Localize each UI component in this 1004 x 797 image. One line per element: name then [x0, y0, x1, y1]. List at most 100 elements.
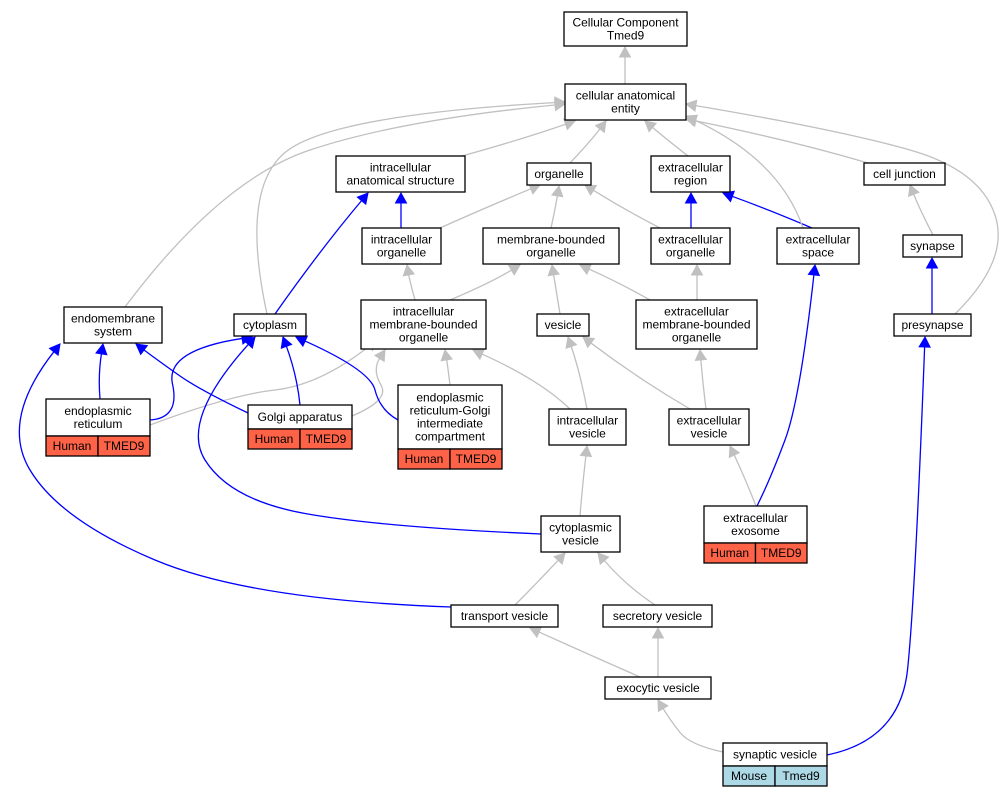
edge-line: [124, 104, 557, 308]
gene-tag-label: TMED9: [761, 546, 802, 560]
term-node-vesicle[interactable]: vesicle: [536, 313, 590, 337]
term-node-sv[interactable]: secretory vesicle: [602, 604, 713, 628]
term-label: extracellular: [723, 511, 788, 525]
edge-line: [579, 454, 587, 517]
term-label: intracellular: [370, 161, 431, 175]
term-box: [63, 306, 163, 344]
edge-line: [603, 559, 656, 606]
arrow-head: [579, 444, 593, 458]
term-node-presyn[interactable]: presynapse: [893, 313, 972, 337]
edge-exo-to-ecs: [756, 263, 821, 507]
arrow-head: [684, 99, 698, 113]
edge-ergic-to-imbo: [440, 348, 453, 386]
edge-line: [552, 273, 561, 315]
term-label: reticulum-Golgi: [410, 404, 491, 418]
term-node-exv[interactable]: exocytic vesicle: [604, 676, 712, 700]
edge-ecv-to-vesicle: [582, 336, 691, 410]
edge-exv-to-tv: [529, 626, 641, 678]
term-node-tv[interactable]: transport vesicle: [450, 604, 559, 628]
term-box: [482, 227, 620, 265]
term-label: compartment: [415, 430, 486, 444]
edge-line: [303, 340, 399, 421]
edge-io-to-ias: [394, 191, 408, 228]
edge-exo-to-ecv: [728, 445, 757, 507]
term-label: cell junction: [873, 167, 936, 181]
edge-line: [651, 126, 689, 157]
term-node-ergic[interactable]: endoplasmicreticulum-Golgiintermediateco…: [397, 384, 503, 470]
edge-ecr-to-cae: [644, 120, 689, 157]
arrow-head: [554, 96, 567, 109]
gene-tag-label: TMED9: [104, 439, 145, 453]
edge-tv-to-cv: [514, 552, 566, 606]
edge-line: [407, 273, 416, 301]
edge-line: [197, 343, 542, 535]
arrow-head: [925, 256, 939, 269]
arrow-head: [402, 263, 416, 277]
term-label: vesicle: [545, 318, 582, 332]
term-label: synapse: [910, 239, 955, 253]
edge-ecs-to-ecr: [722, 190, 813, 229]
arrow-head: [373, 349, 386, 363]
species-tag-label: Mouse: [731, 769, 767, 783]
edge-line: [445, 358, 451, 386]
term-box: [548, 408, 627, 446]
edge-line: [826, 345, 926, 756]
edge-line: [285, 345, 301, 406]
term-box: [635, 299, 758, 350]
edge-golgi-to-ems: [135, 343, 249, 414]
term-node-organelle[interactable]: organelle: [526, 162, 592, 186]
term-label: membrane-bounded: [369, 318, 477, 332]
arrow-head: [135, 343, 149, 356]
term-label: extracellular: [658, 233, 723, 247]
term-label: intracellular: [393, 305, 454, 319]
arrow-head: [565, 336, 578, 349]
edge-cv-to-iv: [579, 444, 593, 517]
edge-synv-to-exv: [657, 699, 724, 753]
edge-cyto-to-cae: [256, 96, 567, 315]
term-label: reticulum: [74, 417, 123, 431]
arrow-head: [280, 336, 293, 350]
edge-line: [449, 269, 513, 301]
term-label: Golgi apparatus: [258, 410, 343, 424]
edge-line: [731, 195, 813, 229]
gene-tag: [754, 542, 808, 564]
term-node-cyto[interactable]: cytoplasm: [233, 313, 307, 337]
term-box: [361, 227, 442, 265]
edge-line: [537, 631, 641, 678]
gene-tag-label: TMED9: [456, 452, 497, 466]
term-node-cj[interactable]: cell junction: [863, 162, 946, 186]
arrow-head: [685, 114, 699, 127]
arrow-head: [908, 184, 920, 198]
term-label: membrane-bounded: [497, 233, 605, 247]
edge-eco-to-ecr: [684, 191, 698, 228]
arrow-head: [295, 335, 309, 348]
term-node-synapse[interactable]: synapse: [902, 234, 963, 258]
edge-mbo-to-organelle: [550, 184, 564, 229]
edge-line: [142, 348, 249, 414]
term-label: endoplasmic: [64, 404, 131, 418]
edge-golgi-to-cyto: [280, 336, 301, 406]
edge-tv-to-ems: [18, 343, 452, 608]
arrow-head: [657, 699, 669, 713]
term-box: [45, 398, 151, 437]
edge-eco-to-organelle: [584, 184, 661, 229]
